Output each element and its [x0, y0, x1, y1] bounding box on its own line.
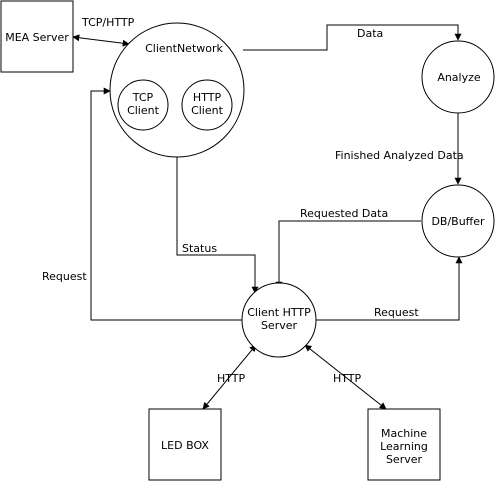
- ml-server-label-line2: Learning: [380, 440, 428, 453]
- edge-label-tcp-http: TCP/HTTP: [81, 16, 135, 29]
- analyze-label: Analyze: [437, 71, 481, 84]
- edge-clienthttp-dbbuffer: [316, 256, 463, 321]
- edge-label-request-right: Request: [374, 306, 419, 319]
- edge-label-http-led: HTTP: [217, 372, 246, 385]
- client-network-label: ClientNetwork: [145, 42, 223, 55]
- tcp-client-circle: [117, 79, 169, 131]
- ml-server-label-line3: Server: [386, 453, 423, 466]
- client-http-server-circle: [241, 282, 317, 358]
- edge-dbbuffer-clienthttp: [275, 220, 421, 289]
- edge-clienthttp-ledbox: [202, 344, 257, 410]
- http-client-circle: [181, 79, 233, 131]
- led-box-label: LED BOX: [161, 439, 209, 452]
- edge-label-finished-analyzed-data: Finished Analyzed Data: [335, 149, 464, 162]
- ml-server-label-line1: Machine: [381, 427, 427, 440]
- edge-clienthttp-clientnetwork: [90, 87, 242, 321]
- analyze-circle: [421, 40, 495, 114]
- mea-server-box: [0, 0, 74, 73]
- tcp-client-label-line1: TCP: [132, 91, 154, 104]
- http-client-label-line1: HTTP: [193, 91, 222, 104]
- edge-label-request-left: Request: [42, 270, 87, 283]
- edge-clientnetwork-clienthttp: [176, 156, 259, 294]
- http-client-label-line2: Client: [191, 104, 224, 117]
- edge-clienthttp-mlserver: [304, 344, 387, 410]
- edge-label-data: Data: [357, 27, 383, 40]
- edge-label-status: Status: [182, 242, 217, 255]
- led-box-box: [148, 408, 222, 481]
- edge-label-requested-data: Requested Data: [300, 207, 388, 220]
- db-buffer-circle: [421, 184, 495, 258]
- edge-clientnetwork-analyze: [243, 24, 462, 51]
- client-http-server-label-line2: Server: [261, 319, 298, 332]
- edge-mea-clientnetwork: [72, 34, 130, 47]
- mea-server-label: MEA Server: [5, 31, 69, 44]
- tcp-client-label-line2: Client: [127, 104, 160, 117]
- ml-server-box: [367, 408, 441, 481]
- db-buffer-label: DB/Buffer: [431, 215, 485, 228]
- client-http-server-label-line1: Client HTTP: [247, 306, 311, 319]
- edge-label-http-ml: HTTP: [333, 372, 362, 385]
